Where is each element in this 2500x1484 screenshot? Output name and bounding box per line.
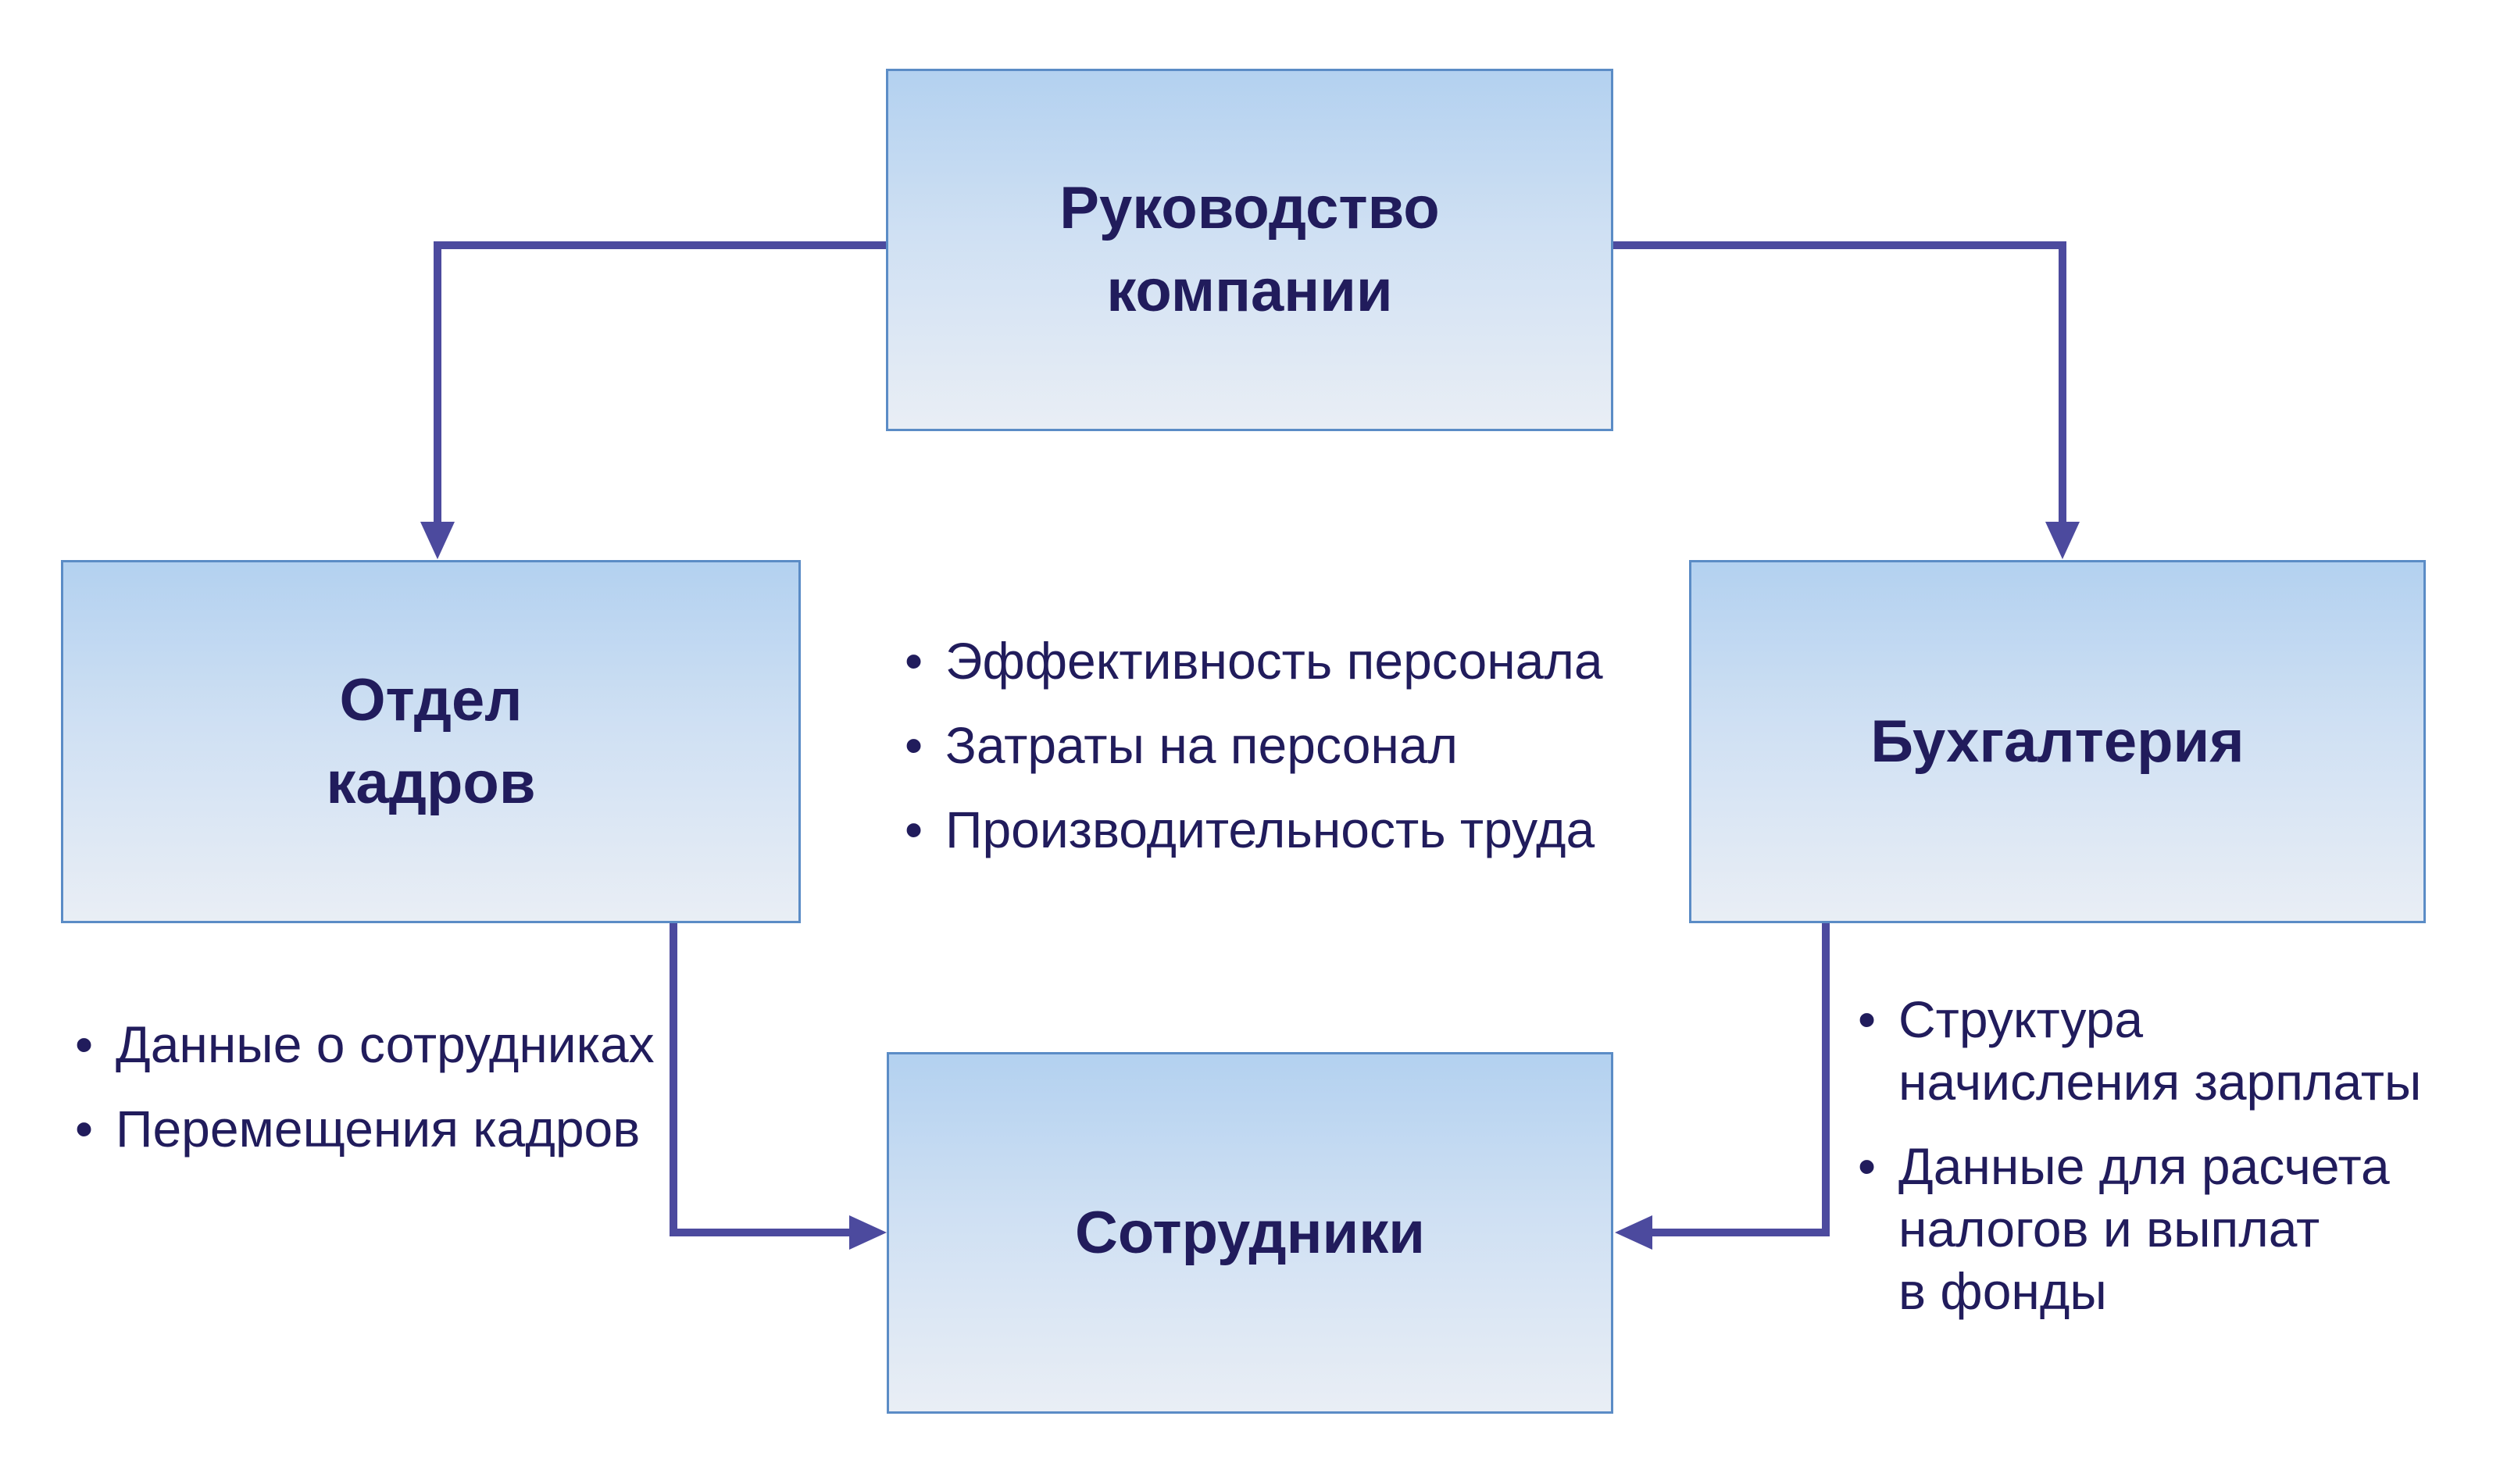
list-item: • Данные о сотрудниках: [75, 1013, 747, 1076]
connector-hr-to-employees-horizontal-segment: [670, 1229, 851, 1236]
connector-accounting-to-employees-vertical-segment: [1822, 923, 1830, 1236]
bullet-icon: •: [75, 1015, 94, 1073]
node-hr-label: Отдел кадров: [326, 666, 536, 816]
node-accounting-box: Бухгалтерия: [1689, 560, 2426, 923]
hr-outputs-list: • Данные о сотрудниках • Перемещения кад…: [75, 1013, 747, 1160]
bullet-icon: •: [905, 632, 923, 690]
list-item-text: Структура начисления зарплаты: [1898, 990, 2422, 1111]
connector-management-to-hr-horizontal-segment: [438, 241, 886, 249]
list-item: • Производительность труда: [905, 798, 1670, 861]
list-item-text: Эффективность персонала: [945, 632, 1603, 690]
arrowhead-down-icon: [420, 522, 455, 559]
list-item: • Структура начисления зарплаты: [1858, 988, 2483, 1113]
node-management-box: Руководство компании: [886, 69, 1613, 431]
connector-management-to-accounting-vertical-segment: [2059, 241, 2066, 523]
connector-management-to-hr-vertical-segment: [434, 241, 441, 523]
bullet-icon: •: [905, 801, 923, 858]
list-item-text: Производительность труда: [945, 801, 1595, 858]
list-item-text: Перемещения кадров: [116, 1100, 641, 1158]
list-item: • Эффективность персонала: [905, 630, 1670, 692]
list-item: • Затраты на персонал: [905, 714, 1670, 776]
arrowhead-down-icon: [2045, 522, 2080, 559]
list-item-text: Затраты на персонал: [945, 716, 1459, 774]
list-item: • Данные для расчета налогов и выплат в …: [1858, 1135, 2483, 1322]
connector-management-to-accounting-horizontal-segment: [1613, 241, 2066, 249]
list-item-text: Данные о сотрудниках: [116, 1015, 655, 1073]
bullet-icon: •: [75, 1100, 94, 1158]
arrowhead-right-icon: [849, 1215, 887, 1250]
node-management-label: Руководство компании: [1059, 175, 1440, 324]
arrowhead-left-icon: [1615, 1215, 1652, 1250]
bullet-icon: •: [1858, 990, 1877, 1048]
connector-hr-to-employees-vertical-segment: [670, 923, 677, 1236]
node-hr-box: Отдел кадров: [61, 560, 801, 923]
accounting-outputs-list: • Структура начисления зарплаты • Данные…: [1858, 988, 2483, 1322]
list-item-text: Данные для расчета налогов и выплат в фо…: [1898, 1137, 2390, 1320]
list-item: • Перемещения кадров: [75, 1097, 747, 1160]
node-employees-label: Сотрудники: [1074, 1199, 1426, 1266]
bullet-icon: •: [905, 716, 923, 774]
bullet-icon: •: [1858, 1137, 1877, 1195]
node-employees-box: Сотрудники: [887, 1052, 1613, 1414]
management-metrics-list: • Эффективность персонала • Затраты на п…: [905, 630, 1670, 861]
connector-accounting-to-employees-horizontal-segment: [1652, 1229, 1830, 1236]
node-accounting-label: Бухгалтерия: [1870, 708, 2245, 775]
